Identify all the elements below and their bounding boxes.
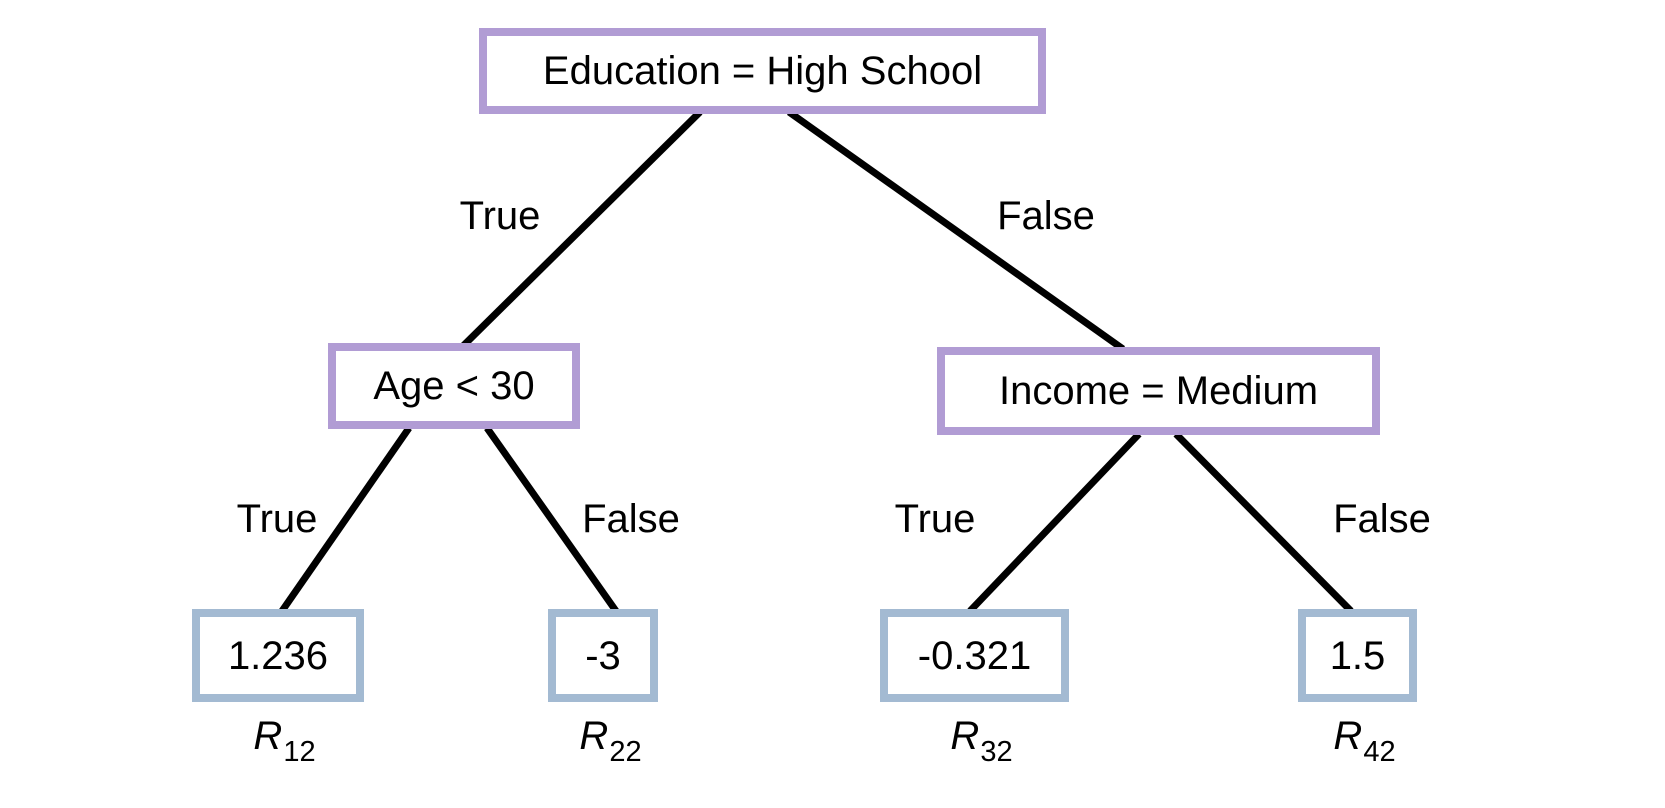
leaf-node-2-value: -3	[585, 633, 621, 678]
leaf-node-1-value: 1.236	[227, 633, 329, 678]
leaf-node-3-value: -0.321	[917, 633, 1032, 678]
decision-node-income: Income = Medium	[937, 347, 1380, 435]
edge-line-right-true	[967, 431, 1142, 614]
edge-line-root-true	[460, 109, 703, 349]
decision-node-age: Age < 30	[328, 343, 580, 429]
leaf-node-1: 1.236	[192, 609, 364, 702]
leaf-node-2: -3	[548, 609, 658, 702]
region-label-r22-subscript: 22	[609, 736, 642, 768]
edge-label-left-false: False	[582, 497, 680, 541]
edge-line-root-false	[786, 109, 1126, 352]
region-label-r12-base: R	[253, 714, 283, 758]
edge-label-root-true: True	[459, 194, 541, 238]
leaf-node-3: -0.321	[880, 609, 1069, 702]
region-label-r42-base: R	[1333, 714, 1363, 758]
region-label-r22: R22	[579, 714, 641, 767]
region-label-r12: R12	[253, 714, 315, 767]
edge-label-root-false: False	[997, 194, 1095, 238]
leaf-node-4-value: 1.5	[1329, 633, 1386, 678]
edge-line-right-false	[1173, 431, 1354, 614]
region-label-r42-subscript: 42	[1363, 736, 1396, 768]
region-label-r12-subscript: 12	[283, 736, 316, 768]
region-label-r42: R42	[1333, 714, 1395, 767]
region-label-r32: R32	[950, 714, 1012, 767]
region-label-r32-base: R	[950, 714, 980, 758]
leaf-node-4: 1.5	[1298, 609, 1417, 702]
region-label-r22-base: R	[579, 714, 609, 758]
edge-label-right-true: True	[894, 497, 976, 541]
region-label-r32-subscript: 32	[980, 736, 1013, 768]
decision-node-income-label: Income = Medium	[998, 369, 1319, 413]
edge-line-left-true	[279, 426, 412, 613]
edge-line-left-false	[484, 425, 619, 614]
decision-node-education: Education = High School	[479, 28, 1046, 114]
edge-label-left-true: True	[236, 497, 318, 541]
edge-label-right-false: False	[1333, 497, 1431, 541]
decision-node-age-label: Age < 30	[373, 364, 535, 408]
decision-node-education-label: Education = High School	[542, 49, 983, 93]
